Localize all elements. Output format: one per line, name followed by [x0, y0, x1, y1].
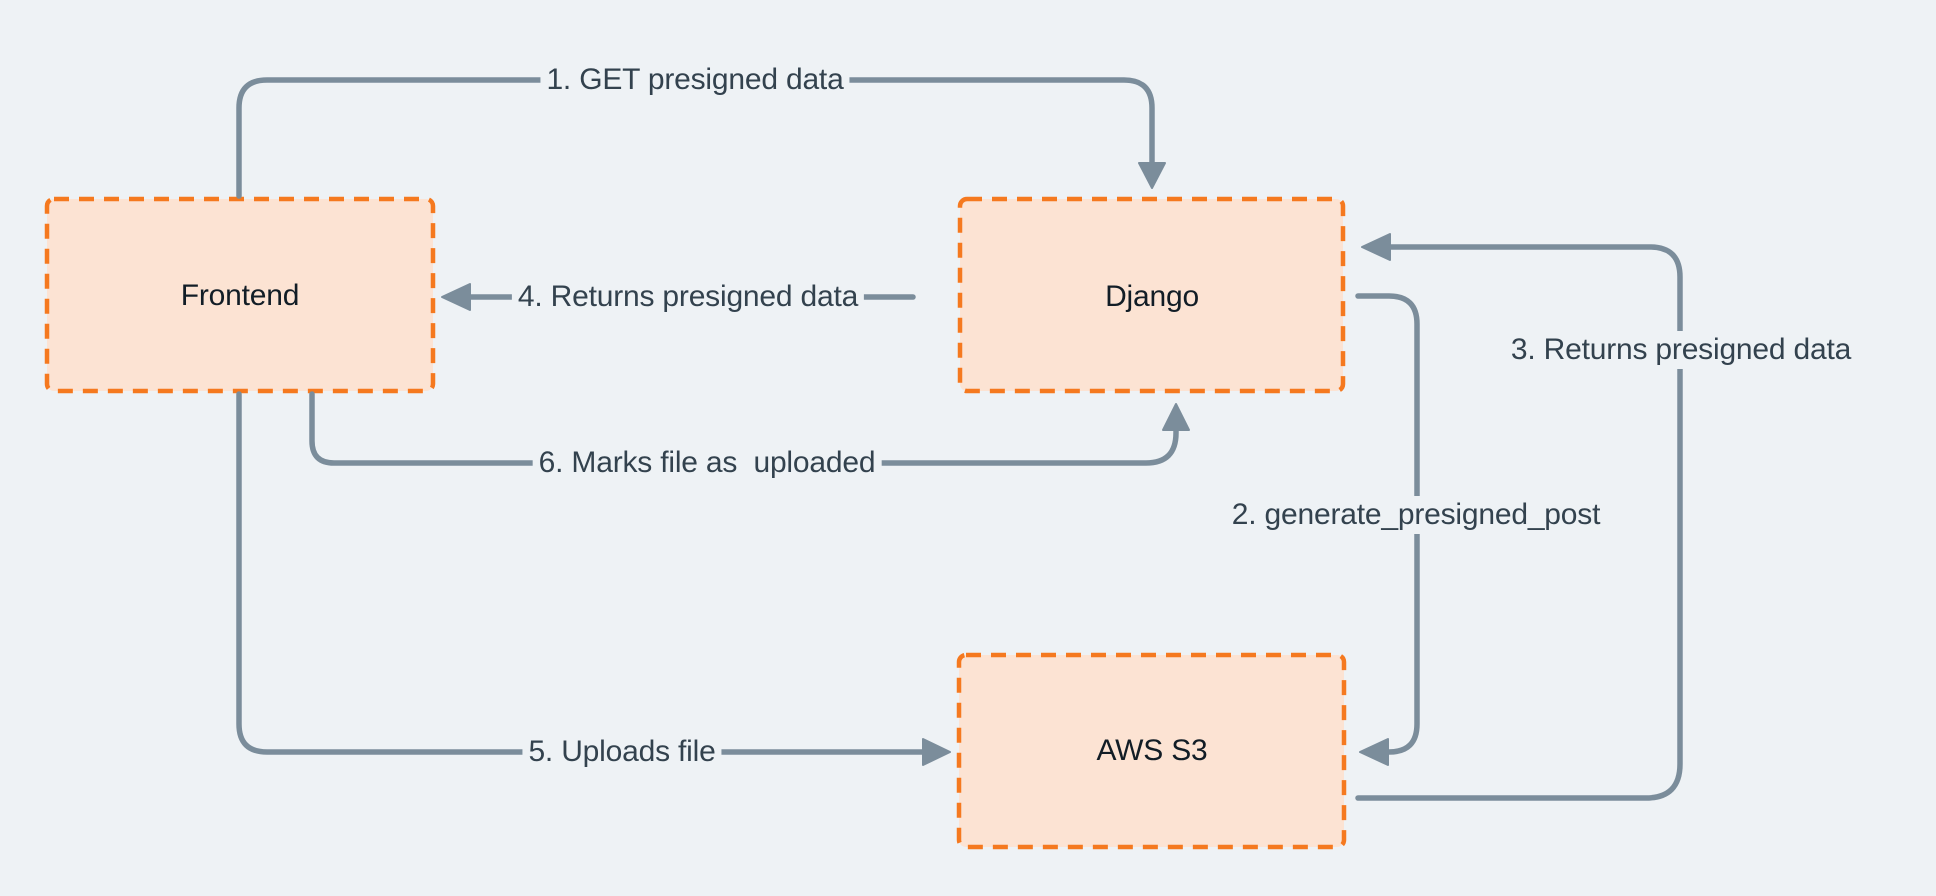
edge-label-4: 4. Returns presigned data — [511, 278, 865, 316]
edge-label-2: 2. generate_presigned_post — [1225, 496, 1607, 534]
edge-1-arrowhead-icon — [1138, 162, 1166, 189]
edge-5-path — [236, 391, 925, 755]
edge-4-arrowhead-icon — [441, 283, 471, 311]
edge-label-6: 6. Marks file as uploaded — [532, 444, 882, 482]
edge-label-3: 3. Returns presigned data — [1504, 331, 1858, 369]
aws-s3-node-box — [956, 652, 1347, 850]
edge-label-5: 5. Uploads file — [522, 733, 722, 771]
edge-3-arrowhead-icon — [1361, 233, 1391, 261]
django-node-box — [957, 196, 1346, 394]
edge-5-arrowhead-icon — [922, 738, 951, 766]
edge-3-path — [1355, 244, 1683, 801]
edge-label-1: 1. GET presigned data — [540, 61, 850, 99]
frontend-node-box — [44, 196, 436, 394]
aws-s3-node-label: AWS S3 — [1096, 734, 1208, 767]
edge-2-arrowhead-icon — [1359, 738, 1389, 766]
django-node-label: Django — [1105, 280, 1199, 313]
edge-6-arrowhead-icon — [1162, 403, 1190, 431]
frontend-node-label: Frontend — [180, 279, 300, 312]
